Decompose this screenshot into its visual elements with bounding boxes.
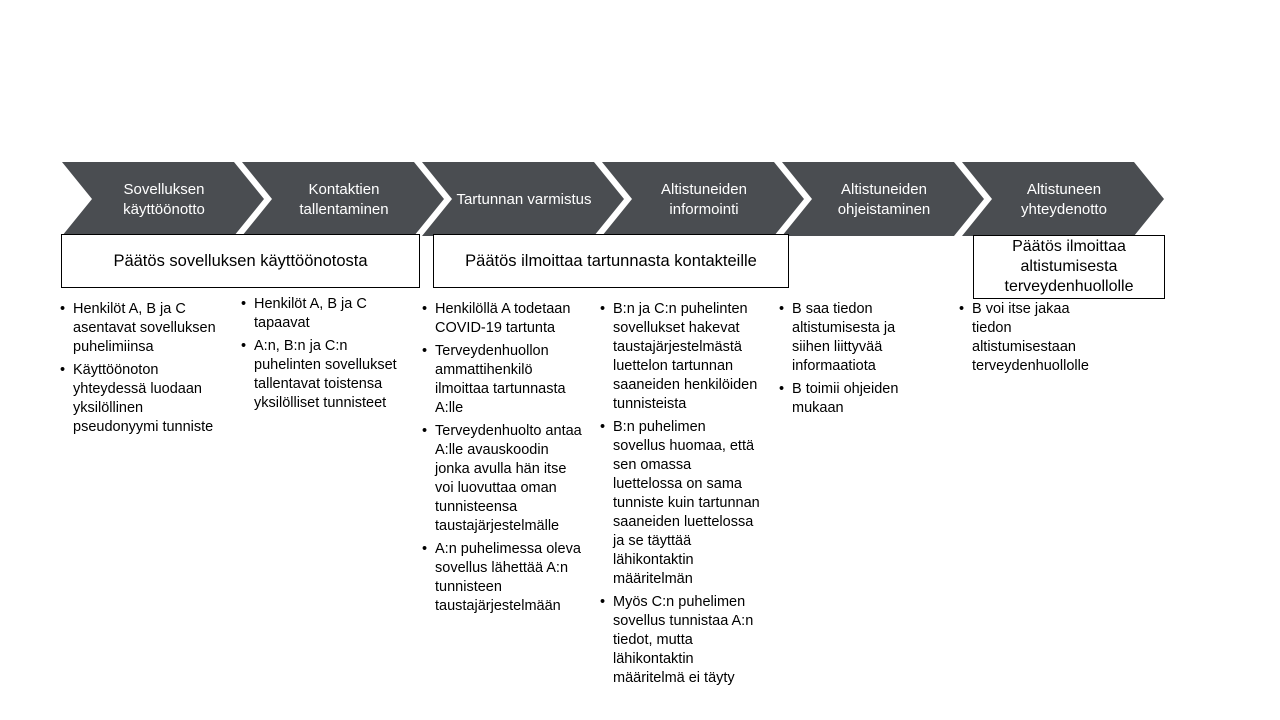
chevron-step-1 — [62, 162, 264, 236]
step-details-2: Henkilöt A, B ja C tapaavat A:n, B:n ja … — [241, 295, 411, 417]
step-label-3: Tartunnan varmistus — [456, 191, 592, 208]
step-details-4: B:n ja C:n puhelinten sovellukset hakeva… — [600, 300, 762, 692]
step-label-6: Altistuneen yhteydenotto — [1021, 181, 1107, 218]
chevron-step-6 — [962, 162, 1164, 236]
decision-box-1: Päätös sovelluksen käyttöönotosta — [61, 234, 420, 288]
detail-bullet: B toimii ohjeiden mukaan — [779, 380, 919, 418]
step-details-1: Henkilöt A, B ja C asentavat sovelluksen… — [60, 300, 220, 441]
chevron-step-2 — [242, 162, 444, 236]
detail-bullet: Käyttöönoton yhteydessä luodaan yksilöll… — [60, 361, 220, 437]
step-label-2: Kontaktien tallentaminen — [299, 181, 389, 218]
step-label-4: Altistuneiden informointi — [661, 181, 747, 218]
step-details-5: B saa tiedon altistumisesta ja siihen li… — [779, 300, 919, 422]
detail-bullet: B:n ja C:n puhelinten sovellukset hakeva… — [600, 300, 762, 414]
step-label-5: Altistuneiden ohjeistaminen — [837, 181, 931, 218]
detail-bullet: Terveydenhuollon ammattihenkilö ilmoitta… — [422, 342, 582, 418]
detail-bullet: Henkilöt A, B ja C tapaavat — [241, 295, 411, 333]
decision-box-3: Päätös ilmoittaa altistumisesta terveyde… — [973, 235, 1165, 299]
step-details-6: B voi itse jakaa tiedon altistumisestaan… — [959, 300, 1099, 380]
step-details-3: Henkilöllä A todetaan COVID-19 tartunta … — [422, 300, 582, 620]
detail-bullet: B voi itse jakaa tiedon altistumisestaan… — [959, 300, 1099, 376]
detail-bullet: A:n, B:n ja C:n puhelinten sovellukset t… — [241, 337, 411, 413]
detail-bullet: B:n puhelimen sovellus huomaa, että sen … — [600, 418, 762, 589]
detail-bullet: Myös C:n puhelimen sovellus tunnistaa A:… — [600, 593, 762, 688]
detail-bullet: Terveydenhuolto antaa A:lle avauskoodin … — [422, 422, 582, 536]
step-label-1: Sovelluksen käyttöönotto — [123, 181, 205, 218]
detail-bullet: Henkilöllä A todetaan COVID-19 tartunta — [422, 300, 582, 338]
detail-bullet: B saa tiedon altistumisesta ja siihen li… — [779, 300, 919, 376]
chevron-step-4 — [602, 162, 804, 236]
chevron-step-5 — [782, 162, 984, 236]
chevron-step-3 — [422, 162, 624, 236]
detail-bullet: A:n puhelimessa oleva sovellus lähettää … — [422, 540, 582, 616]
decision-box-2: Päätös ilmoittaa tartunnasta kontakteill… — [433, 234, 789, 288]
detail-bullet: Henkilöt A, B ja C asentavat sovelluksen… — [60, 300, 220, 357]
